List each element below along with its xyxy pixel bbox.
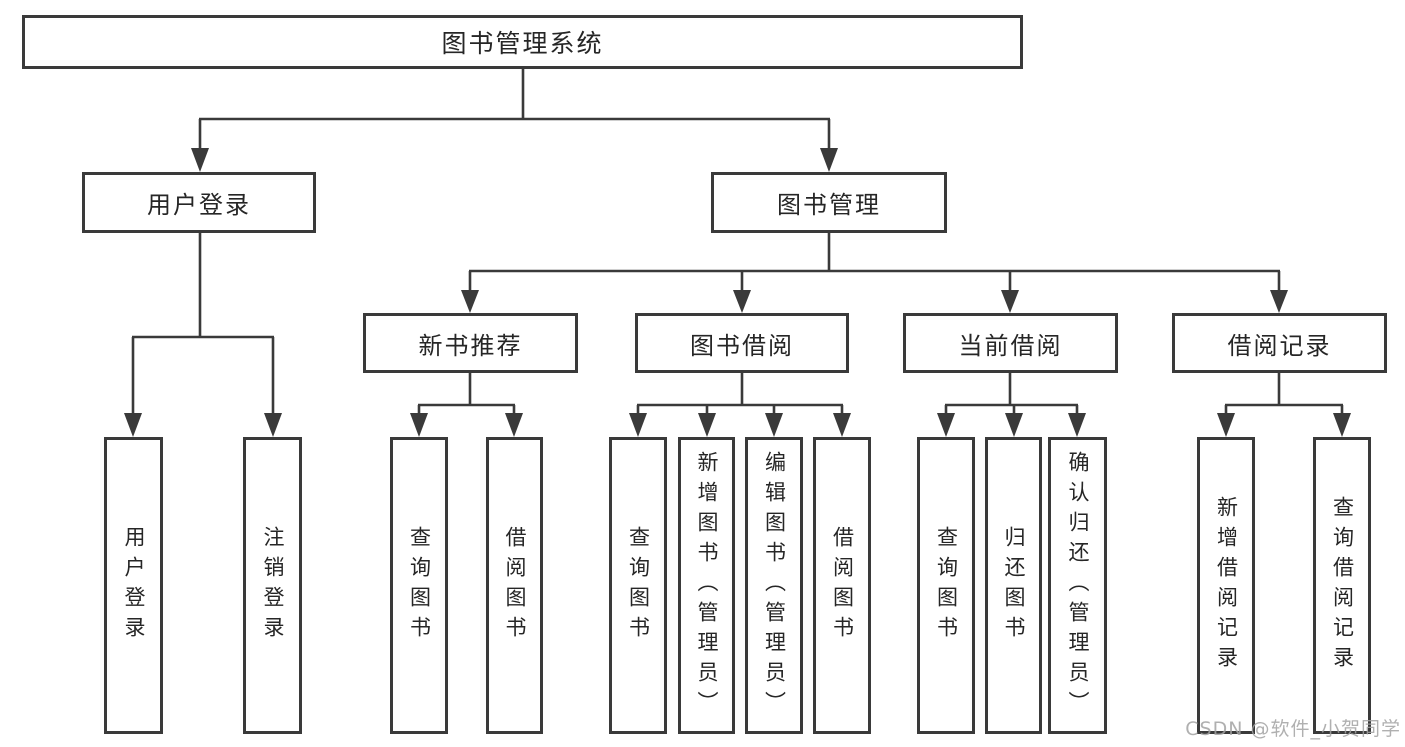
leaf-add-borrow-record: 新增借阅记录 [1197,437,1255,734]
leaf-edit-books-admin: 编辑图书（管理员） [745,437,803,734]
node-new-book-recommend: 新书推荐 [363,313,578,373]
node-book-borrowing: 图书借阅 [635,313,849,373]
csdn-watermark: CSDN @软件_小贺同学 [1185,718,1401,740]
node-current-borrowing: 当前借阅 [903,313,1118,373]
node-user-login: 用户登录 [82,172,316,233]
leaf-search-books-borrowing: 查询图书 [609,437,667,734]
leaf-logout: 注销登录 [243,437,302,734]
leaf-user-login: 用户登录 [104,437,163,734]
leaf-borrow-books-recommend: 借阅图书 [486,437,543,734]
node-book-management: 图书管理 [711,172,947,233]
leaf-confirm-return-admin: 确认归还（管理员） [1048,437,1107,734]
leaf-return-books: 归还图书 [985,437,1042,734]
node-root-system: 图书管理系统 [22,15,1023,69]
leaf-search-books-recommend: 查询图书 [390,437,448,734]
node-borrowing-records: 借阅记录 [1172,313,1387,373]
leaf-search-borrow-record: 查询借阅记录 [1313,437,1371,734]
leaf-add-books-admin: 新增图书（管理员） [678,437,735,734]
leaf-search-books-current: 查询图书 [917,437,975,734]
leaf-borrow-books-borrowing: 借阅图书 [813,437,871,734]
